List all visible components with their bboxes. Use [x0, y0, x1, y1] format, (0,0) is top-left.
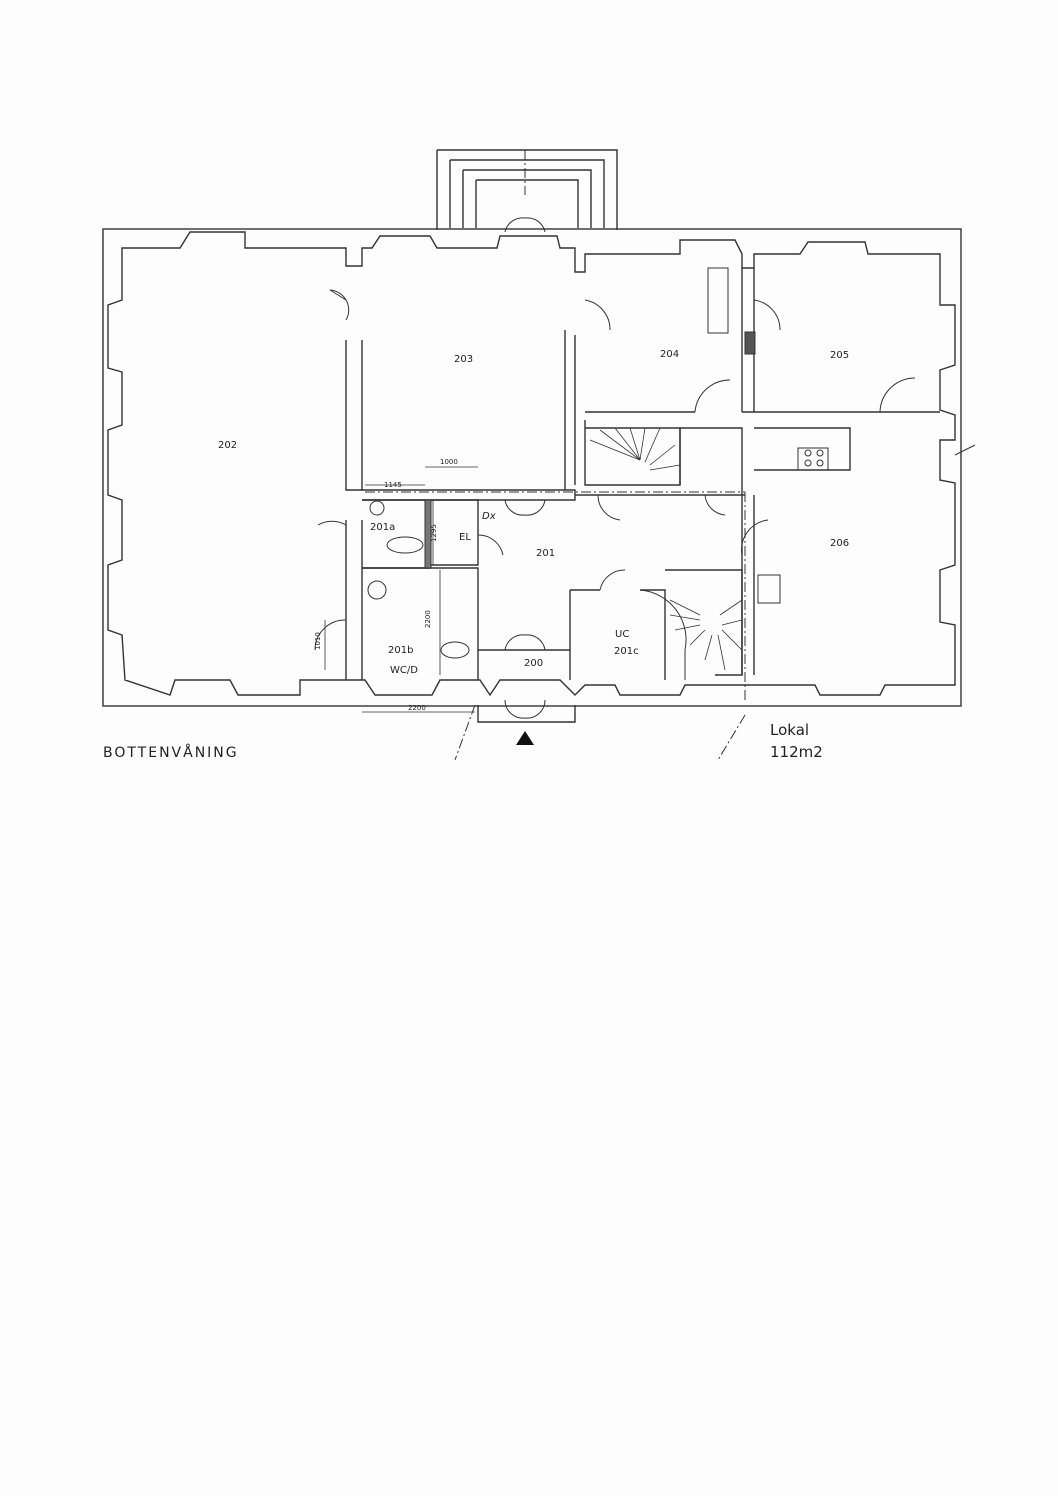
- wall-el: [430, 499, 479, 566]
- dim-label-1010: 1010: [314, 632, 322, 650]
- tread: [719, 599, 743, 616]
- front-step: [477, 705, 576, 723]
- wall-200: [478, 590, 571, 680]
- tread: [599, 429, 641, 461]
- room-206-label: 206: [830, 538, 849, 549]
- room-204-label: 204: [660, 349, 679, 360]
- door-swing-202-hall: [317, 520, 347, 526]
- stair-treads: [589, 427, 743, 671]
- section-lines: [365, 150, 746, 761]
- sink-201b: [367, 580, 387, 600]
- room-201b-label: 201b: [388, 645, 413, 656]
- door-swing-201-top: [504, 499, 546, 516]
- wall-row-204-205: [585, 268, 940, 413]
- door-swing-205-206: [879, 377, 916, 413]
- dim-label-2200-h: 2200: [408, 704, 426, 712]
- tread: [629, 427, 641, 461]
- area-size: 112m2: [770, 743, 823, 761]
- outer-wall-outer: [102, 228, 962, 707]
- outer-wall-inner: [107, 231, 956, 697]
- door-swing-201c: [599, 569, 626, 591]
- wall-201-206: [741, 495, 755, 675]
- tread: [721, 629, 743, 651]
- door-swing-202-203: [329, 289, 350, 321]
- door-swing-201c-curve: [639, 589, 687, 680]
- dim-label-1295: 1295: [430, 524, 438, 542]
- tread: [669, 599, 701, 616]
- wall-201a: [362, 499, 431, 569]
- kitchen-counter-top: [754, 427, 851, 471]
- door-swing-side: [954, 444, 976, 456]
- stove-burner: [804, 459, 812, 467]
- floor-title: BOTTENVÅNING: [103, 744, 239, 761]
- stove-burner: [816, 449, 824, 457]
- door-swing-stair: [597, 494, 621, 521]
- tread: [674, 624, 701, 631]
- wall-202-wc: [345, 520, 363, 680]
- section-cut-right: [717, 714, 746, 761]
- room-201b-sub-label: WC/D: [390, 665, 418, 676]
- wall-201c: [570, 589, 666, 680]
- dim-label-1000: 1000: [440, 458, 458, 466]
- stove: [797, 447, 829, 471]
- tread: [644, 427, 661, 463]
- door-swing-stair-right: [704, 494, 726, 516]
- tread: [639, 427, 646, 461]
- door-swing-202-lower: [314, 619, 347, 651]
- sink-201a: [369, 500, 385, 516]
- stair-upper-frame: [585, 427, 681, 485]
- wall-203-204: [564, 330, 576, 490]
- dimension-lines: [324, 466, 478, 713]
- room-202-label: 202: [218, 440, 237, 451]
- wall-201b: [362, 567, 479, 680]
- tread: [717, 634, 726, 671]
- tread: [669, 614, 701, 621]
- fixtures: [367, 267, 829, 659]
- door-swing-206: [741, 519, 769, 556]
- room-201c-label: 201c: [614, 646, 639, 657]
- door-swing-205: [753, 299, 781, 331]
- door-swing-204: [584, 299, 611, 331]
- door-swing-rear: [504, 217, 546, 233]
- walls: [102, 149, 962, 723]
- room-el-label: EL: [459, 532, 471, 543]
- room-201a-label: 201a: [370, 522, 395, 533]
- chimney: [744, 331, 756, 355]
- dx-label: Dx: [482, 511, 496, 522]
- door-swing-el: [477, 534, 504, 556]
- stove-burner: [816, 459, 824, 467]
- rear-porch-steps: [436, 149, 618, 230]
- door-swing-204-hall: [694, 379, 731, 413]
- tread: [649, 464, 681, 471]
- sink-206: [757, 574, 781, 604]
- stove-burner: [804, 449, 812, 457]
- dim-label-2200-v: 2200: [424, 610, 432, 628]
- room-200-label: 200: [524, 658, 543, 669]
- door-swing-front-outer: [504, 699, 546, 719]
- area-name: Lokal: [770, 721, 809, 739]
- door-swing-front-inner: [504, 634, 546, 651]
- section-cut-left: [454, 704, 476, 761]
- wall-hatch: [424, 499, 432, 569]
- room-201c-top-label: UC: [615, 629, 629, 640]
- toilet-201b: [440, 641, 470, 659]
- room-203-label: 203: [454, 354, 473, 365]
- cabinet-204: [707, 267, 729, 334]
- stair-lower-frame: [665, 569, 743, 676]
- tread: [614, 427, 641, 461]
- wall-202-203: [345, 340, 363, 491]
- tread: [589, 439, 641, 461]
- tread: [704, 634, 713, 661]
- tread: [689, 629, 706, 646]
- door-swings: [314, 217, 976, 719]
- tread: [721, 619, 743, 626]
- dim-label-1145: 1145: [384, 481, 402, 489]
- room-201-label: 201: [536, 548, 555, 559]
- tread: [649, 444, 676, 466]
- room-205-label: 205: [830, 350, 849, 361]
- toilet-201a: [386, 536, 424, 554]
- triangle-up-icon: [516, 731, 534, 745]
